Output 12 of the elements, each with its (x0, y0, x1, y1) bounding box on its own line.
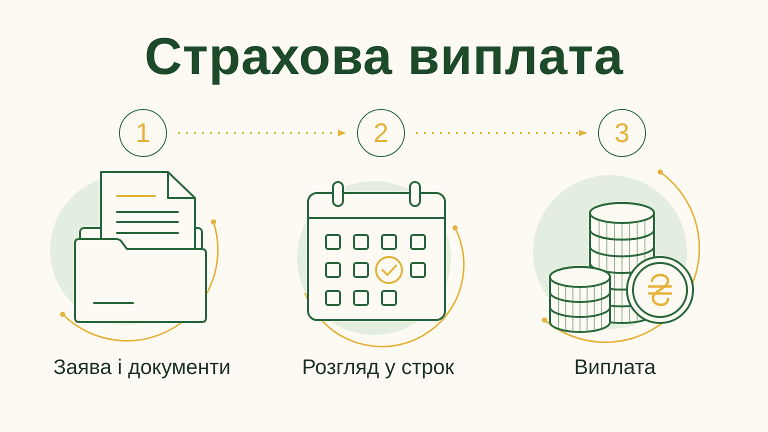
dotted-arrow (416, 130, 588, 136)
step-caption: Заява і документи (53, 356, 231, 379)
step-number: 3 (614, 120, 630, 146)
step-number-circle (598, 109, 646, 157)
step-number-circle (119, 109, 167, 157)
title: Страхова виплата (144, 28, 624, 86)
dotted-arrow (178, 130, 346, 136)
step-caption: Виплата (574, 356, 656, 379)
step-caption: Розгляд у строк (302, 356, 454, 379)
step-number-circle (357, 109, 405, 157)
step-number: 1 (135, 120, 151, 146)
step-number: 2 (373, 120, 389, 146)
